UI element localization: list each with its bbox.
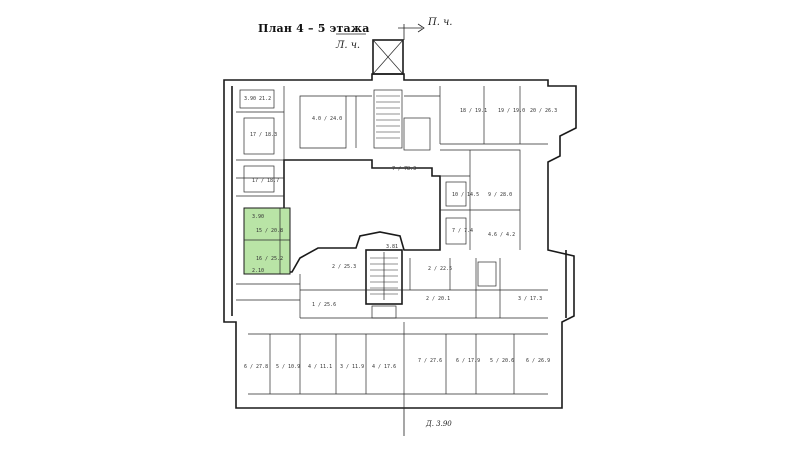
svg-text:1 / 25.6: 1 / 25.6 [312, 302, 336, 308]
direction-mark-left: Л. ч. [335, 33, 366, 51]
svg-text:7 / 7.4: 7 / 7.4 [452, 228, 473, 234]
svg-text:4 / 11.1: 4 / 11.1 [308, 364, 332, 370]
lower-rooms [248, 258, 548, 408]
svg-text:17 / 18.3: 17 / 18.3 [250, 132, 277, 138]
svg-text:7 / 27.6: 7 / 27.6 [418, 358, 442, 364]
top-stair-tower [372, 39, 404, 75]
svg-text:16 / 25.2: 16 / 25.2 [256, 256, 283, 262]
svg-text:19 / 19.0: 19 / 19.0 [498, 108, 525, 114]
svg-text:2.10: 2.10 [252, 268, 264, 274]
svg-text:5 / 20.6: 5 / 20.6 [490, 358, 514, 364]
courtyard [283, 159, 441, 273]
svg-text:10 / 14.5: 10 / 14.5 [452, 192, 479, 198]
mark-right-label: П. ч. [427, 17, 452, 28]
building-outline [223, 73, 577, 409]
left-wing-rooms [236, 89, 301, 318]
svg-text:7 / 78.3: 7 / 78.3 [392, 166, 416, 172]
svg-text:18 / 19.1: 18 / 19.1 [460, 108, 487, 114]
svg-text:15 / 20.8: 15 / 20.8 [256, 228, 283, 234]
svg-text:6 / 17.9: 6 / 17.9 [456, 358, 480, 364]
svg-text:9 / 28.0: 9 / 28.0 [488, 192, 512, 198]
svg-text:20 / 26.3: 20 / 26.3 [530, 108, 557, 114]
svg-text:6 / 27.8: 6 / 27.8 [244, 364, 268, 370]
svg-text:4.0 / 24.0: 4.0 / 24.0 [312, 116, 342, 122]
room-annotations: 3.90 21.2 17 / 18.3 17 / 18.7 4.0 / 24.0… [244, 96, 557, 370]
bottom-label: Д. 3.90 [425, 420, 452, 428]
svg-text:3.90 21.2: 3.90 21.2 [244, 96, 271, 102]
svg-text:6 / 26.9: 6 / 26.9 [526, 358, 550, 364]
svg-text:3.81: 3.81 [386, 244, 398, 250]
mark-left-label: Л. ч. [335, 40, 360, 51]
svg-text:4.6 / 4.2: 4.6 / 4.2 [488, 232, 515, 238]
svg-text:3 / 17.3: 3 / 17.3 [518, 296, 542, 302]
svg-text:17 / 18.7: 17 / 18.7 [252, 178, 279, 184]
svg-text:2 / 22.5: 2 / 22.5 [428, 266, 452, 272]
direction-mark-right: П. ч. [398, 17, 452, 40]
svg-text:2 / 25.3: 2 / 25.3 [332, 264, 356, 270]
top-row-rooms [283, 86, 548, 151]
right-wing-rooms [440, 149, 521, 250]
svg-text:5 / 10.9: 5 / 10.9 [276, 364, 300, 370]
highlighted-area: 3.90 15 / 20.8 16 / 25.2 2.10 [243, 207, 291, 275]
svg-text:4 / 17.6: 4 / 17.6 [372, 364, 396, 370]
svg-text:3 / 11.9: 3 / 11.9 [340, 364, 364, 370]
central-staircase [365, 249, 403, 305]
highlight-label-1: 3.90 [252, 214, 264, 220]
svg-text:2 / 20.1: 2 / 20.1 [426, 296, 450, 302]
plan-title: План 4 – 5 этажа [258, 22, 370, 35]
